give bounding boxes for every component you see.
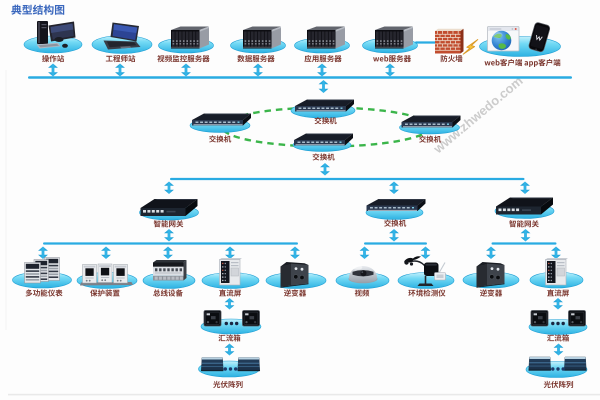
svg-text:www.zhwedo.com: www.zhwedo.com — [430, 73, 526, 157]
